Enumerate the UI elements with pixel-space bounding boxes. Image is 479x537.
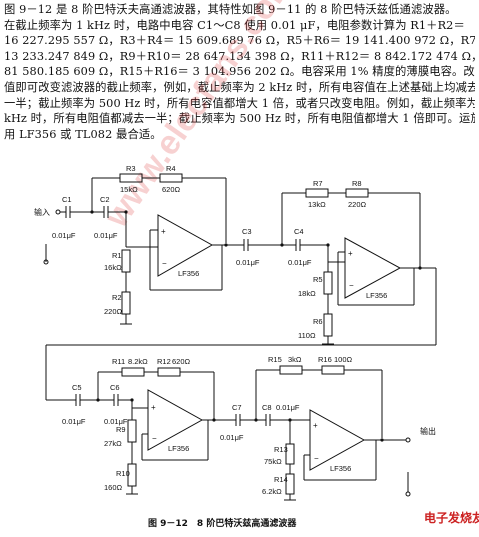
c6-name: C6 (110, 383, 120, 392)
r14-value: 6.2kΩ (262, 487, 282, 496)
resistor-r16 (321, 365, 345, 375)
resistor-r6 (323, 313, 333, 337)
r15-value: 3kΩ (288, 355, 302, 364)
resistor-r11 (121, 367, 145, 377)
r6-value: 110Ω (298, 331, 316, 340)
resistor-r7 (305, 188, 329, 198)
site-logo: 电子发烧友 (424, 510, 479, 525)
r16-value: 100Ω (334, 355, 353, 364)
paragraph-line: 用 LF356 或 TL082 最合适。 (4, 127, 162, 141)
r3-name: R3 (126, 164, 136, 173)
paragraph-line: kHz 时，所有电阻值都减去一半；截止频率为 500 Hz 时，所有电阻值都增大… (4, 112, 475, 126)
r1-value: 16kΩ (104, 263, 122, 272)
c6-value: 0.01μF (104, 417, 128, 426)
resistor-r9 (127, 419, 137, 443)
r12-name: R12 (157, 357, 171, 366)
r9-name: R9 (116, 425, 126, 434)
r13-name: R13 (274, 445, 288, 454)
r4-value: 620Ω (162, 185, 181, 194)
opamp-label: LF356 (168, 444, 189, 453)
c5-name: C5 (72, 383, 82, 392)
resistor-r1 (121, 249, 131, 273)
r4-name: R4 (166, 164, 176, 173)
r16-name: R16 (318, 355, 332, 364)
opamp-u4 (309, 409, 366, 471)
svg-text:−: − (162, 259, 167, 268)
r2-value: 220Ω (104, 307, 123, 316)
opamp-label: LF356 (330, 464, 351, 473)
opamp-label: LF356 (366, 291, 387, 300)
r11-value: 8.2kΩ (128, 357, 148, 366)
r10-name: R10 (116, 469, 130, 478)
svg-text:−: − (314, 454, 319, 463)
resistor-r15 (279, 365, 303, 375)
c4-name: C4 (294, 227, 304, 236)
paragraph-line: 在截止频率为 1 kHz 时，电路中电容 C1～C8 使用 0.01 μF，电阻… (4, 18, 465, 32)
r6-name: R6 (313, 317, 323, 326)
stage-4: C7 0.01μF C8 0.01μF R15 3kΩ R16 100Ω R13… (220, 355, 436, 501)
svg-text:+: + (313, 421, 318, 430)
c1-name: C1 (62, 195, 72, 204)
r2-name: R2 (112, 293, 122, 302)
r5-name: R5 (313, 275, 323, 284)
c3-value: 0.01μF (236, 258, 260, 267)
r7-value: 13kΩ (308, 200, 326, 209)
c1-value: 0.01μF (52, 231, 76, 240)
opamp-label: LF356 (178, 269, 199, 278)
stage-3: C5 0.01μF C6 0.01μF R11 8.2kΩ R12 620Ω R… (45, 345, 236, 495)
paragraph-line: 81 580.185 609 Ω，R15＋R16＝ 3 104.956 202 … (4, 65, 475, 79)
c2-value: 0.01μF (94, 231, 118, 240)
svg-text:−: − (349, 281, 354, 290)
c3-name: C3 (242, 227, 252, 236)
output-terminal (405, 437, 411, 443)
r5-value: 18kΩ (298, 289, 316, 298)
r8-name: R8 (352, 179, 362, 188)
c4-value: 0.01μF (288, 258, 312, 267)
figure-caption: 图 9－12 8 阶巴特沃兹高通滤波器 (148, 517, 297, 529)
c7-value: 0.01μF (220, 433, 244, 442)
r7-name: R7 (313, 179, 323, 188)
r3-value: 15kΩ (120, 185, 138, 194)
opamp-u2 (344, 237, 402, 299)
c2-name: C2 (100, 195, 110, 204)
resistor-r5 (323, 271, 333, 295)
c8-name: C8 (262, 403, 272, 412)
resistor-r12 (157, 367, 181, 377)
r15-name: R15 (268, 355, 282, 364)
r12-value: 620Ω (172, 357, 191, 366)
r13-value: 75kΩ (264, 457, 282, 466)
input-terminal (55, 209, 61, 215)
c5-value: 0.01μF (62, 417, 86, 426)
paragraph-line: 13 233.247 849 Ω，R9＋R10＝ 28 647.134 398 … (4, 49, 475, 63)
stage-2: C3 0.01μF C4 0.01μF R7 13kΩ R8 220Ω R5 1… (46, 179, 437, 346)
paragraph-line: 一半；截止频率为 500 Hz 时，所有电容值都增大 1 倍，或者只改变电阻。例… (4, 96, 475, 110)
r1-name: R1 (112, 251, 122, 260)
c7-name: C7 (232, 403, 242, 412)
paragraph-line: 值即可改变滤波器的截止频率，例如，截止频率为 2 kHz 时，所有电容值在上述基… (4, 80, 475, 94)
r11-name: R11 (112, 357, 125, 366)
svg-text:+: + (348, 249, 353, 258)
capacitor-c1 (65, 206, 71, 218)
svg-text:−: − (152, 434, 157, 443)
resistor-r2 (121, 291, 131, 315)
stage-1: 输入 C1 0.01μF C2 0.01μF R3 15kΩ R4 620Ω (34, 164, 244, 325)
r14-name: R14 (274, 475, 288, 484)
input-label: 输入 (34, 207, 50, 217)
watermark: www.elecfans.com (97, 0, 302, 235)
svg-text:+: + (161, 227, 166, 236)
resistor-r8 (345, 188, 369, 198)
paragraph-line: 图 9－12 是 8 阶巴特沃夫高通滤波器，其特性如图 9－11 的 8 阶巴特… (4, 3, 457, 16)
opamp-u3 (147, 389, 204, 451)
output-label: 输出 (420, 426, 436, 436)
svg-text:+: + (151, 403, 156, 412)
paragraph-line: 16 227.295 557 Ω，R3＋R4＝ 15 609.689 76 Ω，… (4, 34, 475, 48)
c8-value: 0.01μF (276, 403, 300, 412)
r8-value: 220Ω (348, 200, 367, 209)
r9-value: 27kΩ (104, 439, 122, 448)
description-paragraph: 图 9－12 是 8 阶巴特沃夫高通滤波器，其特性如图 9－11 的 8 阶巴特… (4, 2, 475, 142)
r10-value: 160Ω (104, 483, 123, 492)
opamp-u1 (157, 214, 214, 277)
